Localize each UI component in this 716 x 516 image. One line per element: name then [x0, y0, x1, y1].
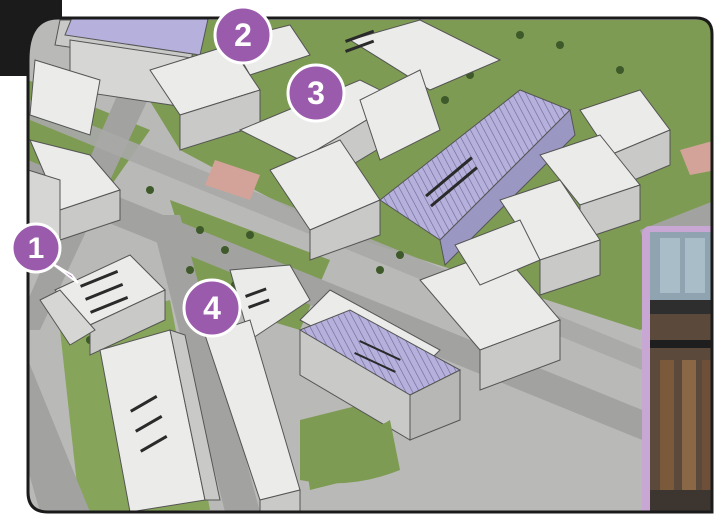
marker-2: 2 [213, 5, 273, 65]
map-frame [26, 16, 714, 514]
building-garage-south [298, 309, 462, 484]
marker-4: 4 [182, 278, 242, 338]
marker-1-label: 1 [28, 232, 45, 265]
parking-stalls [80, 29, 478, 453]
marker-3-label: 3 [307, 75, 325, 111]
road-south [150, 215, 260, 512]
building-cluster-east [419, 89, 671, 391]
marker-1: 1 [10, 222, 80, 285]
building-parking-center [379, 89, 576, 267]
plaza [680, 140, 712, 175]
marker-4-label: 4 [203, 290, 221, 326]
road-southwest [28, 360, 90, 512]
inset-photo [642, 226, 712, 512]
plaza [205, 160, 260, 200]
building-cluster-west [28, 59, 121, 241]
marker-3: 3 [286, 63, 346, 123]
building-block-3 [238, 19, 502, 261]
marker-2-label: 2 [234, 17, 252, 53]
